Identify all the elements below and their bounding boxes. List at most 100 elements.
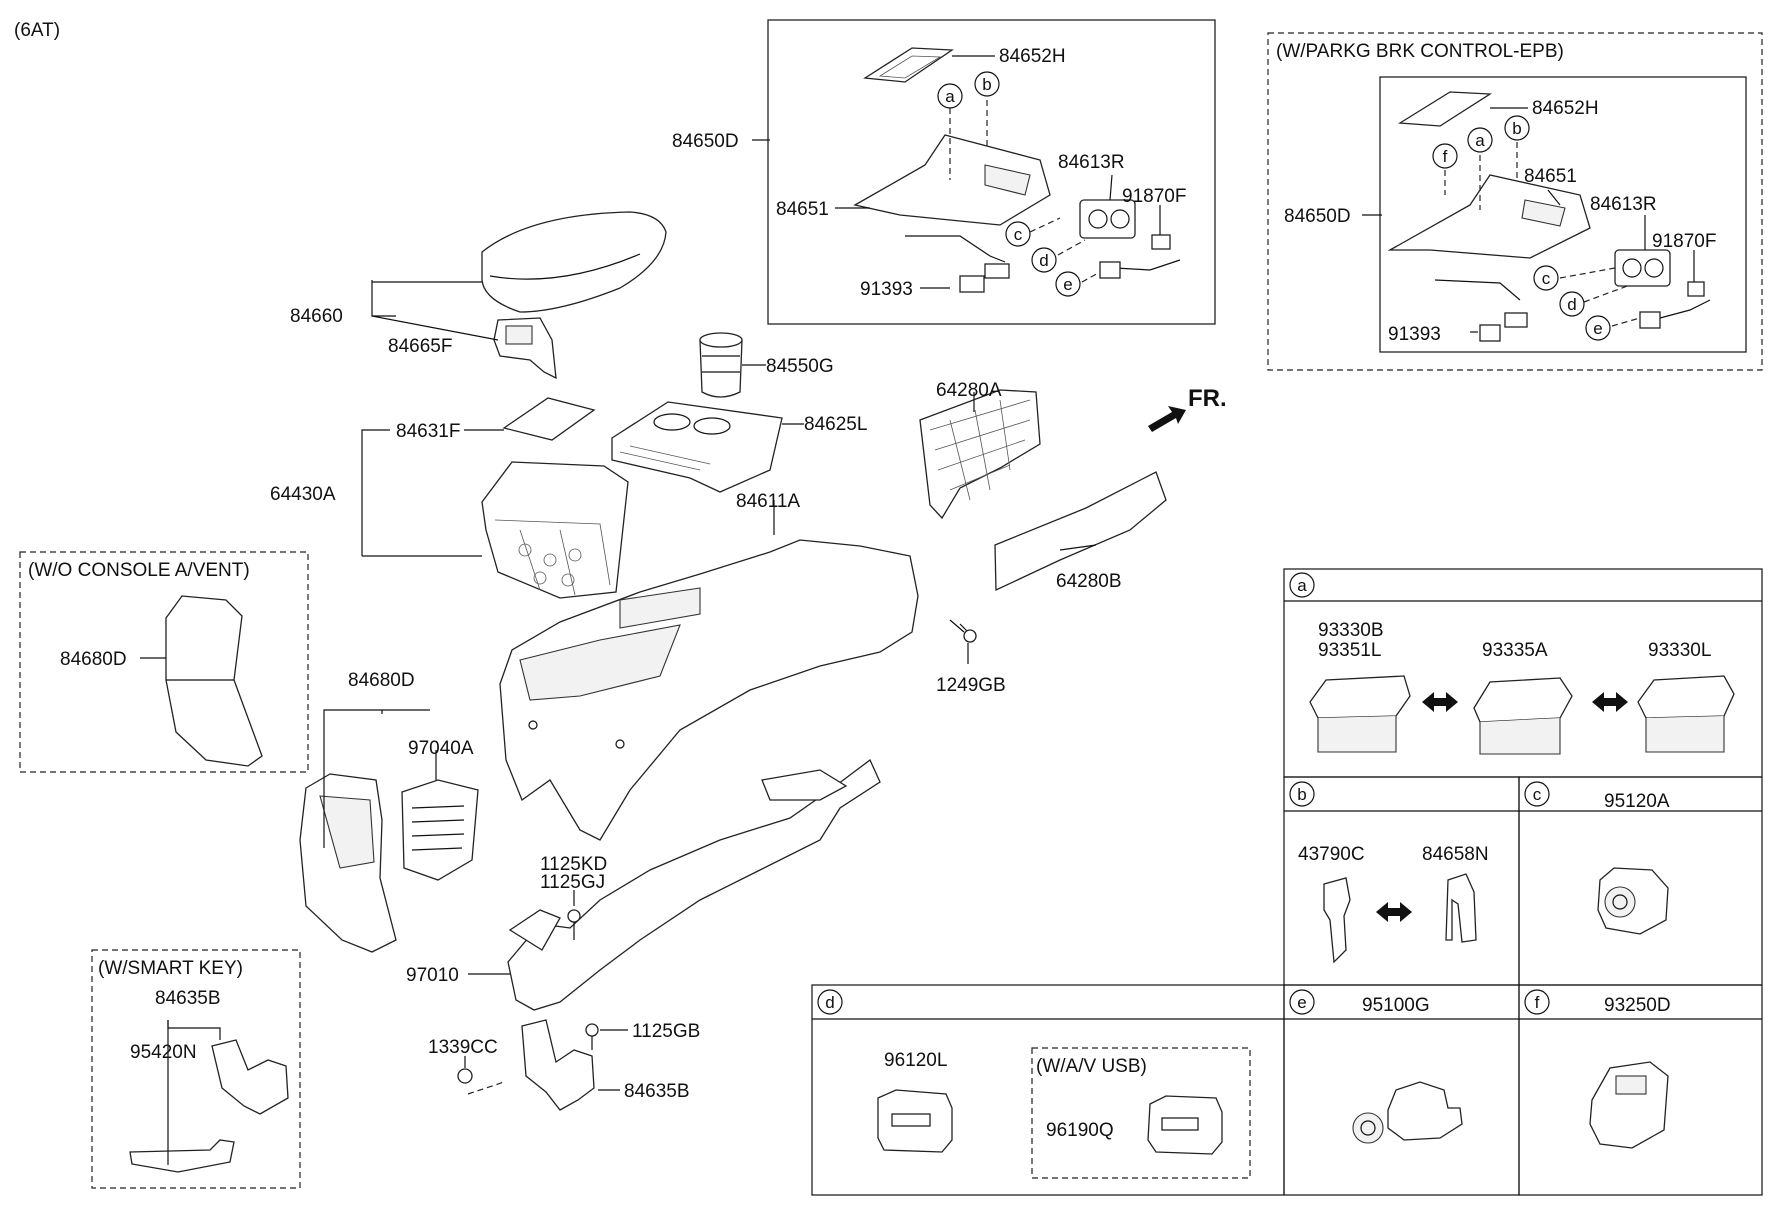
label-84613R: 84613R [1058,152,1125,173]
label-1339CC: 1339CC [428,1037,498,1058]
front-direction-label: FR. [1188,385,1227,412]
knob-43790C-part[interactable] [1323,877,1351,964]
label-84665F: 84665F [388,336,452,357]
cup-holder-insert-part[interactable] [699,339,743,398]
svg-text:f: f [1535,993,1540,1012]
svg-text:d: d [1567,295,1576,314]
console-bracket-part[interactable] [521,1019,595,1111]
svg-text:c: c [1014,225,1023,244]
detail-label-96120L: 96120L [884,1050,947,1071]
epb-label-84613R: 84613R [1590,194,1657,215]
ref-circle-c: c [1005,221,1031,247]
shifter-assembly-box: 84652H 84650D 84651 84613R 91870F 91393 … [672,19,1216,325]
transmission-variant-label: (6AT) [14,20,60,41]
rear-air-vent-part[interactable] [401,779,479,881]
label-1249GB: 1249GB [936,675,1006,696]
side-cover-left-part[interactable] [919,389,1041,520]
epb-label-84650D: 84650D [1284,206,1351,227]
detail-label-96190Q: 96190Q [1046,1120,1114,1141]
detail-label-95100G: 95100G [1362,995,1430,1016]
usb-jack-96190Q-part[interactable] [1147,1095,1223,1155]
label-64280A: 64280A [936,380,1002,401]
air-duct-part[interactable] [507,758,881,1011]
label-84650D: 84650D [672,131,739,152]
detail-ref-c: c [1524,781,1550,807]
rear-cover-blank-part[interactable] [165,595,263,767]
smart-key-variant-box: (W/SMART KEY) 84635B 95420N [91,949,301,1189]
label-84652H: 84652H [999,46,1066,67]
epb-shift-bezel-part[interactable] [1397,91,1493,127]
cup-holder-tray-part[interactable] [611,401,783,493]
label-1125GJ: 1125GJ [540,872,605,893]
aux-jack-96120L-part[interactable] [877,1089,953,1153]
detail-ref-a: a [1289,572,1315,598]
svg-text:e: e [1297,993,1306,1012]
svg-text:b: b [982,75,991,94]
svg-text:e: e [1593,319,1602,338]
switch-93330B-part[interactable] [1309,675,1411,719]
label-84550G: 84550G [766,356,834,377]
epb-ref-circle-c: c [1533,265,1559,291]
storage-box-part[interactable] [481,461,629,599]
label-1125KD: 1125KD [540,854,607,875]
shift-bezel-part[interactable] [863,47,954,83]
label-64430A: 64430A [270,484,336,505]
svg-text:e: e [1063,275,1072,294]
interchange-arrow-icon [1422,692,1458,712]
shift-panel-part[interactable] [853,134,1051,226]
svg-text:a: a [945,87,955,106]
switch-93335A-part[interactable] [1473,677,1573,723]
ref-circle-b: b [974,71,1000,97]
epb-ref-circle-f: f [1432,143,1458,169]
detail-ref-e: e [1289,989,1315,1015]
switch-93250D-part[interactable] [1589,1061,1669,1149]
smart-key-box-title: (W/SMART KEY) [98,958,243,979]
knob-84658N-part[interactable] [1445,873,1477,943]
smart-key-label-95420N: 95420N [130,1042,197,1063]
ref-circle-e: e [1055,271,1081,297]
label-84660: 84660 [290,306,343,327]
detail-label-93330L: 93330L [1648,640,1711,661]
label-84635B: 84635B [624,1081,690,1102]
detail-label-84658N: 84658N [1422,844,1489,865]
svg-text:f: f [1443,147,1448,166]
smart-key-antenna-part[interactable] [129,1139,235,1173]
detail-ref-f: f [1524,989,1550,1015]
epb-ref-circle-a: a [1467,127,1493,153]
label-91870F: 91870F [1122,186,1186,207]
detail-ref-b: b [1289,781,1315,807]
epb-shift-panel-part[interactable] [1387,174,1591,259]
label-84651: 84651 [776,199,829,220]
detail-label-43790C: 43790C [1298,844,1365,865]
svg-text:a: a [1475,131,1485,150]
epb-ref-circle-d: d [1559,291,1585,317]
svg-text:d: d [1039,251,1048,270]
interchange-arrow-icon [1592,692,1628,712]
storage-mat-part[interactable] [502,397,596,441]
side-cover-right-part[interactable] [994,471,1167,592]
main-console-assembly: FR. 84660 84665F 84550G 84625L 84631F 64… [270,211,1227,1111]
epb-ref-circle-e: e [1585,315,1611,341]
label-1125GB: 1125GB [632,1021,700,1042]
label-97010: 97010 [406,965,459,986]
epb-ref-circle-b: b [1504,115,1530,141]
socket-95100G-part[interactable] [1387,1081,1463,1141]
detail-label-93335A: 93335A [1482,640,1548,661]
label-84611A: 84611A [736,491,800,512]
label-97040A: 97040A [408,738,474,759]
svg-text:c: c [1542,269,1551,288]
detail-label-93250D: 93250D [1604,995,1671,1016]
no-vent-box-title: (W/O CONSOLE A/VENT) [28,560,250,581]
svg-text:a: a [1297,576,1307,595]
detail-table: a 93330B 93351L 93335A 93330L b c 95120A… [811,568,1763,1196]
svg-text:c: c [1533,785,1542,804]
smart-key-bracket-part[interactable] [211,1039,289,1115]
armrest-lid-part[interactable] [481,211,667,313]
switch-93330L-part[interactable] [1637,675,1735,719]
epb-label-84652H: 84652H [1532,98,1599,119]
label-84625L: 84625L [804,414,867,435]
console-body-part[interactable] [499,539,919,841]
detail-label-95120A: 95120A [1604,791,1670,812]
epb-label-91393: 91393 [1388,324,1441,345]
